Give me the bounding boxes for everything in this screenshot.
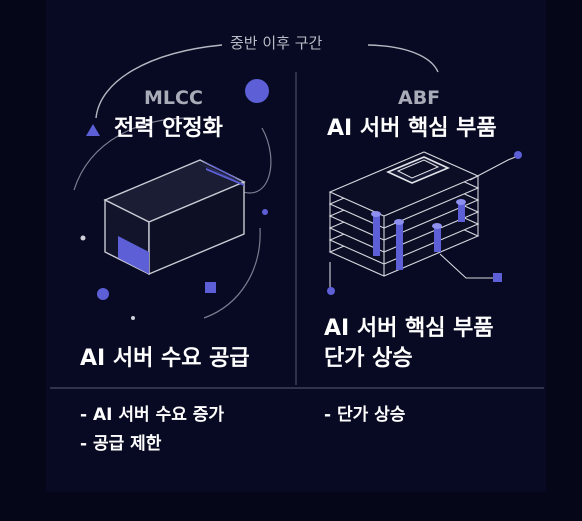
abf-dot-bottom [327,287,335,295]
dot-2 [80,235,86,241]
orbit-arc-right [237,127,272,194]
triangle-icon [86,124,100,136]
caption-arc-right [367,44,439,73]
orbit-arc-left [73,117,191,191]
orb-large [245,79,269,103]
left-bottom-title: AI 서버 수요 공급 [80,346,250,371]
abf-substrate-icon [328,151,519,290]
dot-3 [131,316,135,320]
abf-dot-top [514,151,522,159]
caption-arc-left [95,44,223,119]
right-bottom-title-line1: AI 서버 핵심 부품 [324,316,494,341]
left-subtitle: MLCC [144,87,203,109]
mlcc-chip-icon [103,159,246,276]
abf-square [493,273,502,282]
orbit-arc-bottom [203,227,261,319]
orb-small [97,288,109,300]
left-note-1: - AI 서버 수요 증가 [80,405,225,425]
section-caption: 중반 이후 구간 [230,34,323,52]
square-deco [205,282,216,293]
right-subtitle: ABF [398,87,441,109]
dot-1 [262,209,268,215]
right-title: AI 서버 핵심 부품 [327,116,497,141]
left-title: 전력 안정화 [114,116,223,141]
right-bottom-title-line2: 단가 상승 [324,346,413,371]
left-note-2: - 공급 제한 [80,434,162,454]
right-note-1: - 단가 상승 [324,405,406,425]
